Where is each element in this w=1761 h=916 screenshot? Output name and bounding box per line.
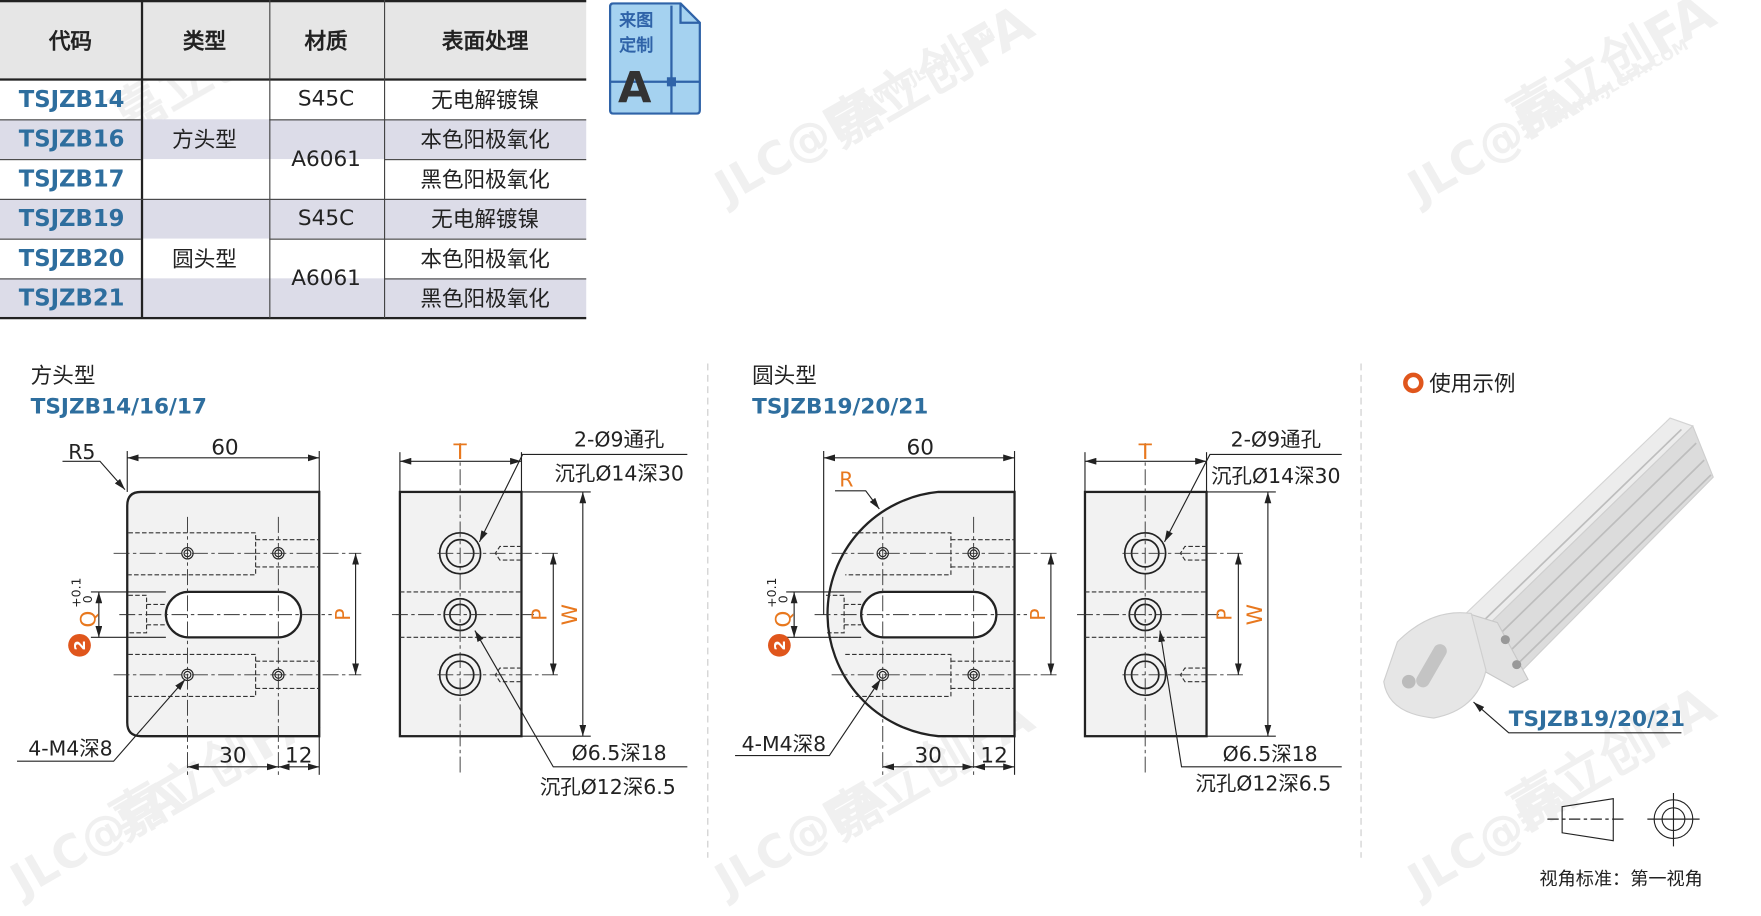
section-models: TSJZB14/16/17 bbox=[31, 395, 207, 420]
note-badge-number: 2 bbox=[72, 640, 89, 650]
hole-65-note: Ø6.5深18 bbox=[572, 741, 667, 765]
watermark-brand: 嘉立创FA bbox=[1498, 674, 1725, 841]
tapped-hole-note: 4-M4深8 bbox=[28, 737, 112, 761]
dim-p: P bbox=[1026, 608, 1050, 620]
usage-product-image bbox=[1383, 417, 1714, 719]
surface-cell: 黑色阳极氧化 bbox=[420, 167, 550, 193]
q-tol-lower: 0 bbox=[80, 595, 95, 603]
dim-q: Q +0.1 0 bbox=[69, 577, 102, 627]
tapped-hole-note: 4-M4深8 bbox=[742, 732, 826, 756]
custom-drawing-badge-icon[interactable]: 来图 定制 A bbox=[608, 2, 701, 115]
square-head-front-view: 60 R5 30 12 4-M4深8 P Q +0.1 0 2 bbox=[17, 435, 362, 775]
hole-65-cbore-note: 沉孔Ø12深6.5 bbox=[1195, 772, 1331, 796]
surface-cell: 本色阳极氧化 bbox=[420, 127, 550, 153]
q-tol-lower: 0 bbox=[775, 595, 790, 603]
section-title: 圆头型 bbox=[752, 364, 817, 389]
section-title: 方头型 bbox=[31, 364, 96, 389]
spec-table: 代码 类型 材质 表面处理 TSJZB14 TSJZB16 TSJZB17 TS… bbox=[0, 0, 587, 320]
dim-30: 30 bbox=[219, 743, 246, 768]
usage-title: 使用示例 bbox=[1429, 372, 1515, 397]
type-cell: 方头型 bbox=[172, 127, 237, 153]
note-badge-icon bbox=[768, 633, 791, 657]
code-cell: TSJZB16 bbox=[18, 124, 125, 153]
round-head-front-view: 60 R 30 12 4-M4深8 P Q +0.1 0 2 bbox=[735, 435, 1057, 775]
square-head-side-view: T P W 2-Ø9通孔 沉孔Ø14深30 Ø6.5深18 沉孔Ø12深6.5 bbox=[391, 427, 688, 799]
round-head-side-view: T P W 2-Ø9通孔 沉孔Ø14深30 Ø6.5深18 沉孔Ø12深6.5 bbox=[1077, 427, 1342, 796]
q-label: Q bbox=[772, 611, 797, 628]
through-hole-note: 2-Ø9通孔 bbox=[1231, 427, 1321, 451]
dim-width: 60 bbox=[907, 435, 934, 460]
header-material: 材质 bbox=[304, 28, 348, 54]
note-badge-icon bbox=[68, 633, 91, 657]
surface-cell: 黑色阳极氧化 bbox=[420, 286, 550, 312]
q-label: Q bbox=[76, 611, 101, 628]
dim-p: P bbox=[527, 608, 551, 620]
through-hole-cbore-note: 沉孔Ø14深30 bbox=[554, 462, 683, 486]
material-cell: A6061 bbox=[291, 146, 361, 172]
surface-cell: 无电解镀镍 bbox=[431, 207, 540, 233]
dim-width: 60 bbox=[211, 435, 238, 460]
surface-cell: 本色阳极氧化 bbox=[420, 247, 550, 273]
code-cell: TSJZB19 bbox=[18, 204, 125, 232]
section-bullet-icon bbox=[1403, 372, 1424, 394]
dim-p: P bbox=[1213, 608, 1237, 620]
dim-12: 12 bbox=[980, 743, 1007, 768]
usage-callout: TSJZB19/20/21 bbox=[1509, 707, 1685, 732]
hole-65-cbore-note: 沉孔Ø12深6.5 bbox=[540, 775, 676, 799]
note-badge-number: 2 bbox=[772, 640, 789, 650]
q-tol-upper: +0.1 bbox=[69, 577, 84, 607]
type-cell: 圆头型 bbox=[172, 247, 237, 273]
badge-line2: 定制 bbox=[619, 35, 653, 56]
view-standard-label: 视角标准：第一视角 bbox=[1539, 869, 1702, 890]
dim-t: T bbox=[453, 440, 468, 465]
material-cell: A6061 bbox=[291, 265, 361, 291]
dim-30: 30 bbox=[914, 743, 941, 768]
header-code: 代码 bbox=[48, 28, 93, 54]
code-cell: TSJZB14 bbox=[18, 85, 125, 113]
through-hole-cbore-note: 沉孔Ø14深30 bbox=[1211, 464, 1340, 488]
code-cell: TSJZB20 bbox=[18, 244, 125, 272]
through-hole-note: 2-Ø9通孔 bbox=[574, 427, 664, 451]
surface-cell: 无电解镀镍 bbox=[431, 88, 540, 114]
dim-t: T bbox=[1138, 440, 1153, 465]
header-type: 类型 bbox=[182, 28, 227, 54]
q-tol-upper: +0.1 bbox=[764, 577, 779, 607]
material-cell: S45C bbox=[297, 205, 355, 231]
dim-p: P bbox=[331, 608, 355, 620]
badge-letter: A bbox=[618, 63, 652, 113]
dim-radius: R5 bbox=[68, 440, 95, 464]
code-cell: TSJZB21 bbox=[18, 284, 125, 312]
material-cell: S45C bbox=[297, 86, 355, 112]
header-surface: 表面处理 bbox=[441, 28, 529, 54]
dim-12: 12 bbox=[285, 743, 312, 768]
dim-w: W bbox=[558, 604, 583, 625]
first-angle-projection-icon bbox=[1547, 792, 1700, 847]
dim-radius: R bbox=[839, 467, 853, 491]
dim-q: Q +0.1 0 bbox=[764, 577, 797, 627]
badge-line1: 来图 bbox=[619, 10, 653, 31]
section-models: TSJZB19/20/21 bbox=[752, 395, 928, 420]
watermark-brand: 嘉立创FA bbox=[1498, 0, 1725, 148]
code-cell: TSJZB17 bbox=[18, 164, 125, 193]
hole-65-note: Ø6.5深18 bbox=[1223, 742, 1318, 766]
dim-w: W bbox=[1243, 604, 1268, 625]
